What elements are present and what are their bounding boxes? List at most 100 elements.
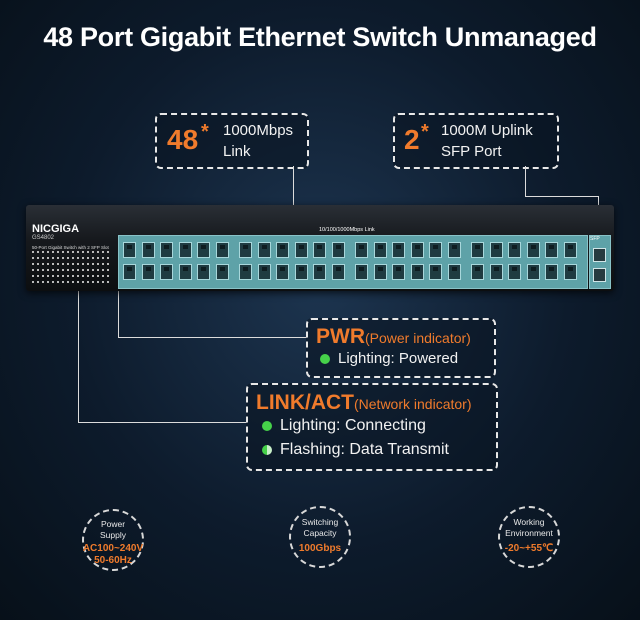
- spec-value: -20~+55℃: [504, 543, 554, 554]
- status-led: [72, 281, 74, 283]
- status-led: [102, 281, 104, 283]
- status-led: [37, 275, 39, 277]
- rj45-port: [178, 264, 192, 280]
- sfp-callout: 2 * 1000M Uplink SFP Port: [393, 113, 559, 169]
- status-led: [107, 251, 109, 253]
- status-led: [72, 251, 74, 253]
- rj45-port: [429, 242, 442, 258]
- spec-power-supply: Power Supply AC100~240V 50-60Hz: [82, 509, 144, 571]
- status-led: [37, 281, 39, 283]
- rj45-port: [239, 264, 252, 280]
- ports-link: Link: [223, 143, 251, 160]
- status-led: [47, 281, 49, 283]
- status-led: [57, 251, 59, 253]
- status-led: [32, 269, 34, 271]
- rj45-port: [215, 242, 229, 258]
- status-led: [42, 251, 44, 253]
- rj45-port: [563, 242, 577, 258]
- pwr-status: Lighting: Powered: [338, 350, 459, 367]
- rj45-port: [545, 242, 558, 258]
- status-led: [87, 251, 89, 253]
- status-led: [62, 257, 64, 259]
- sfp-slot: [593, 248, 606, 262]
- status-led: [47, 251, 49, 253]
- status-led: [77, 257, 79, 259]
- rj45-port: [392, 242, 405, 258]
- rj45-port: [197, 264, 210, 280]
- status-led: [107, 257, 109, 259]
- status-led: [37, 269, 39, 271]
- status-led: [67, 275, 69, 277]
- rj45-port: [526, 242, 540, 258]
- pwr-status-row: Lighting: Powered: [320, 350, 458, 367]
- status-led: [32, 263, 34, 265]
- status-led: [72, 257, 74, 259]
- rj45-port: [508, 242, 521, 258]
- switch-device: NICGIGA GS4802 50-Port Gigabit Switch wi…: [26, 205, 614, 291]
- pwr-callout: PWR(Power indicator) Lighting: Powered: [306, 318, 496, 378]
- status-led: [92, 257, 94, 259]
- status-led: [67, 263, 69, 265]
- rj45-port: [471, 264, 484, 280]
- ports-callout: 48 * 1000Mbps Link: [155, 113, 309, 169]
- status-led: [32, 257, 34, 259]
- status-led: [52, 263, 54, 265]
- sfp-star: *: [421, 121, 429, 143]
- spec-caption: Working: [513, 517, 545, 527]
- status-led: [37, 257, 39, 259]
- status-led: [87, 275, 89, 277]
- status-led: [97, 257, 99, 259]
- status-led: [77, 269, 79, 271]
- rj45-port: [447, 264, 461, 280]
- status-led: [52, 251, 54, 253]
- sfp-uplink: 1000M Uplink: [441, 122, 533, 139]
- rj45-port: [197, 242, 210, 258]
- page-title: 48 Port Gigabit Ethernet Switch Unmanage…: [43, 22, 597, 52]
- status-led: [87, 263, 89, 265]
- sfp-port: SFP Port: [441, 143, 502, 160]
- spec-value: AC100~240V: [82, 543, 144, 554]
- sfp-port-panel: [589, 235, 611, 289]
- ports-star: *: [201, 121, 209, 143]
- status-led: [97, 263, 99, 265]
- status-led: [92, 263, 94, 265]
- rj45-port: [294, 242, 308, 258]
- ports-count: 48: [167, 124, 199, 155]
- status-led: [102, 269, 104, 271]
- sfp-connector-v: [525, 166, 526, 196]
- status-led: [72, 263, 74, 265]
- status-led: [107, 263, 109, 265]
- status-led: [62, 275, 64, 277]
- rj45-port: [447, 242, 461, 258]
- sfp-panel-label: SFP: [590, 236, 600, 242]
- linkact-heading: LINK/ACT(Network indicator): [256, 391, 471, 415]
- status-led: [107, 275, 109, 277]
- status-led: [87, 257, 89, 259]
- status-led: [77, 263, 79, 265]
- status-led: [72, 275, 74, 277]
- status-led: [67, 269, 69, 271]
- rj45-port: [373, 264, 387, 280]
- rj45-port: [141, 264, 155, 280]
- status-led: [72, 269, 74, 271]
- linkact-row-1: Lighting: Connecting: [262, 417, 426, 435]
- status-led: [42, 263, 44, 265]
- linkact-row-2: Flashing: Data Transmit: [262, 441, 449, 459]
- model-number: GS4802: [32, 235, 55, 241]
- rj45-port: [141, 242, 155, 258]
- status-led: [92, 281, 94, 283]
- linkact-item-1: Lighting: Connecting: [280, 417, 426, 434]
- rj45-port: [526, 264, 540, 280]
- status-led: [37, 263, 39, 265]
- status-led: [102, 257, 104, 259]
- panel-label: 10/100/1000Mbps Link: [319, 227, 375, 233]
- status-led: [52, 275, 54, 277]
- status-led: [97, 281, 99, 283]
- spec-working-environment: Working Environment -20~+55℃: [498, 506, 560, 568]
- status-led: [42, 257, 44, 259]
- status-led: [97, 269, 99, 271]
- status-led: [52, 257, 54, 259]
- linkact-sub: (Network indicator): [354, 396, 472, 412]
- rj45-port-panel: 10/100/1000Mbps Link: [118, 227, 588, 289]
- led-on-icon: [320, 354, 330, 365]
